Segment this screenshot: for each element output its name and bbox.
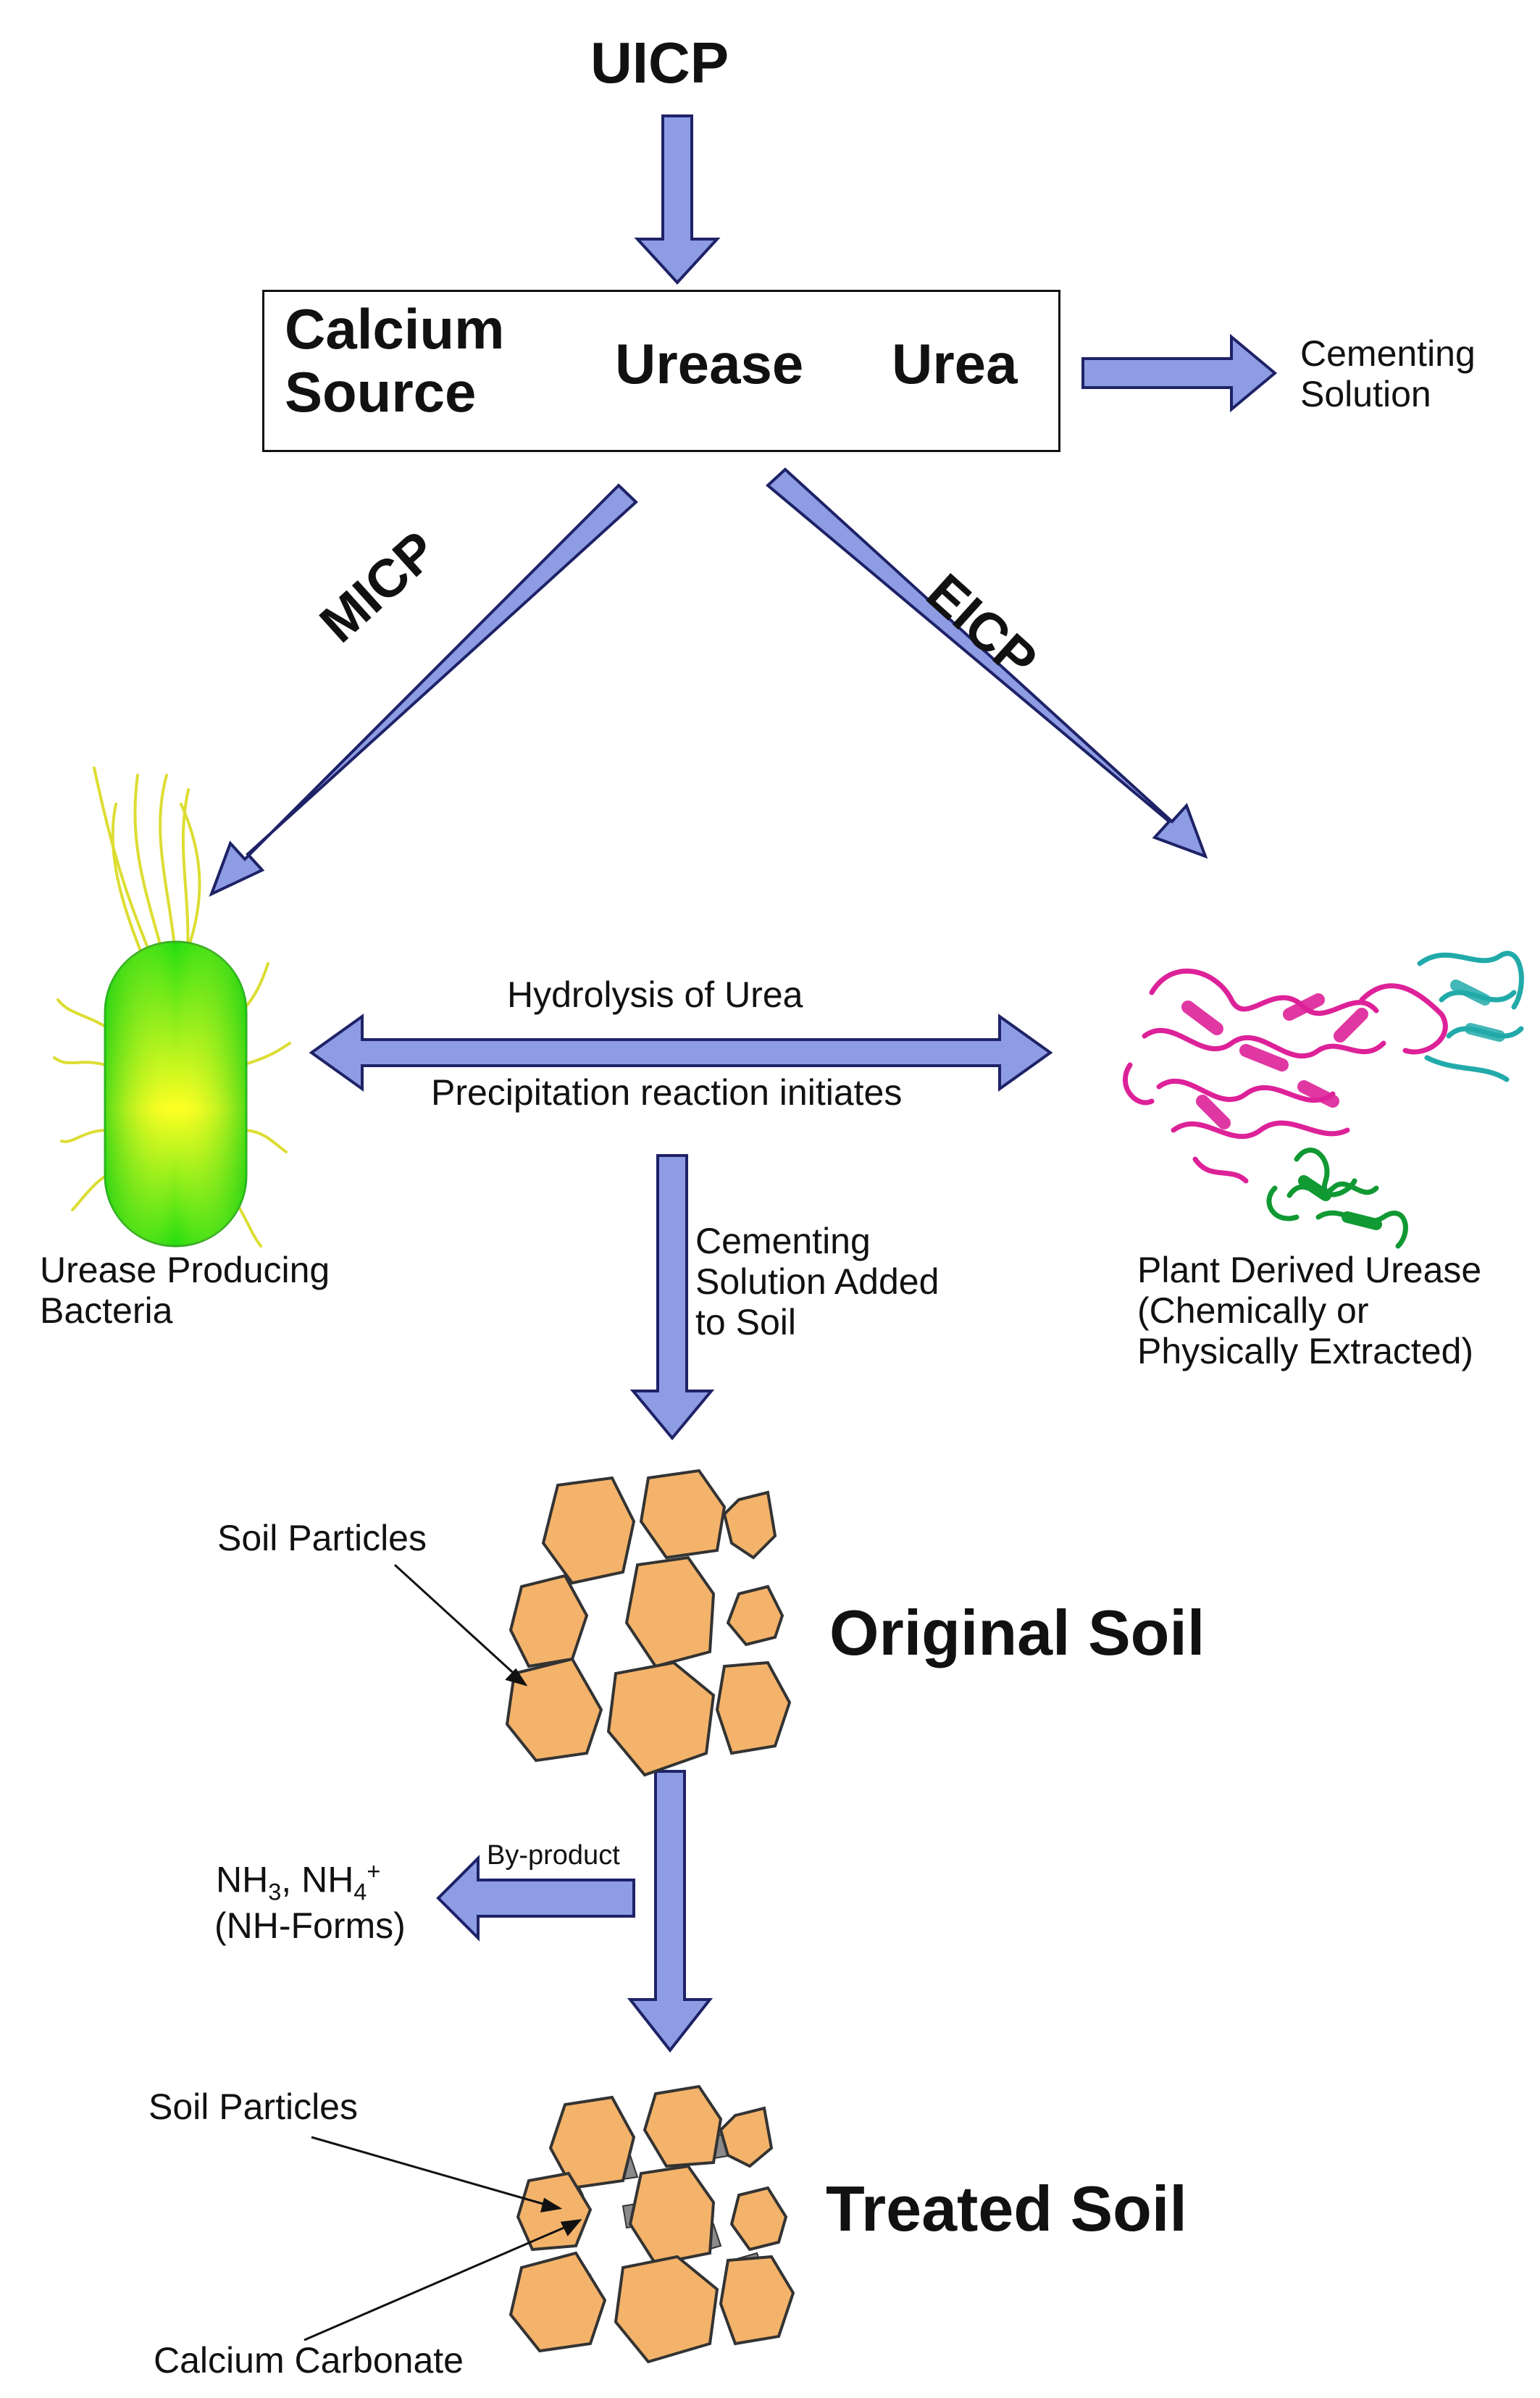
pointer-original-soil-particles <box>393 1563 519 1679</box>
byproduct-label: By-product <box>487 1840 620 1871</box>
soil-particle <box>628 2164 716 2266</box>
arrow-eicp <box>765 467 1208 859</box>
urea-label: Urea <box>892 332 1018 396</box>
soil-particle <box>541 1476 636 1585</box>
bacterium-icon <box>53 766 291 1248</box>
pointer-treated-soil-particles <box>311 2136 551 2207</box>
original-soil-particles-label: Soil Particles <box>217 1518 427 1558</box>
arrow-original-to-treated <box>627 1770 713 2053</box>
arrow-byproduct <box>436 1855 635 1942</box>
soil-particle <box>719 2106 774 2168</box>
uicp-title: UICP <box>590 30 729 95</box>
enzyme-protein-icon <box>1123 951 1524 1249</box>
soil-particle <box>624 1555 716 1668</box>
soil-particle <box>606 1660 716 1777</box>
soil-particle <box>509 2251 607 2353</box>
arrow-hydrolysis-double <box>309 1014 1053 1092</box>
ingredients-box: Calcium Source Urease Urea <box>262 290 1060 452</box>
soil-particle <box>715 1660 792 1755</box>
ammonia-formula: NH3, NH4+ <box>216 1858 381 1905</box>
soil-particle <box>719 2255 795 2346</box>
arrow-uicp-to-box <box>634 114 721 285</box>
soil-particle <box>614 2255 719 2364</box>
cementing-solution-label: Cementing Solution <box>1300 333 1476 414</box>
original-soil-title: Original Soil <box>829 1597 1205 1668</box>
nh-forms-label: (NH-Forms) <box>214 1905 406 1946</box>
calcium-carbonate-label: Calcium Carbonate <box>154 2340 464 2381</box>
treated-soil-particles-label: Soil Particles <box>148 2086 358 2127</box>
precipitation-label: Precipitation reaction initiates <box>431 1072 903 1113</box>
cementing-added-label: Cementing Solution Added to Soil <box>695 1221 940 1342</box>
urease-label: Urease <box>615 332 804 396</box>
bacteria-label: Urease Producing Bacteria <box>40 1250 330 1331</box>
original-soil-particles <box>505 1469 792 1777</box>
soil-particle <box>729 2186 788 2252</box>
hydrolysis-label: Hydrolysis of Urea <box>507 974 803 1015</box>
arrow-cementing-added <box>629 1154 715 1441</box>
soil-particle <box>639 1469 727 1560</box>
soil-particle <box>726 1584 784 1647</box>
soil-particle <box>548 2095 636 2190</box>
soil-particle <box>505 1657 603 1763</box>
soil-particle <box>643 2084 723 2168</box>
pointer-calcium-carbonate <box>304 2223 573 2341</box>
treated-soil-particles <box>509 2084 795 2364</box>
arrow-micp <box>209 483 638 897</box>
soil-particle <box>509 1574 589 1668</box>
treated-soil-title: Treated Soil <box>826 2173 1187 2244</box>
soil-particle <box>722 1490 777 1560</box>
plant-urease-label: Plant Derived Urease (Chemically or Phys… <box>1137 1250 1482 1371</box>
calcium-source-label: Calcium Source <box>285 297 505 425</box>
arrow-to-cementing-solution <box>1081 333 1278 413</box>
